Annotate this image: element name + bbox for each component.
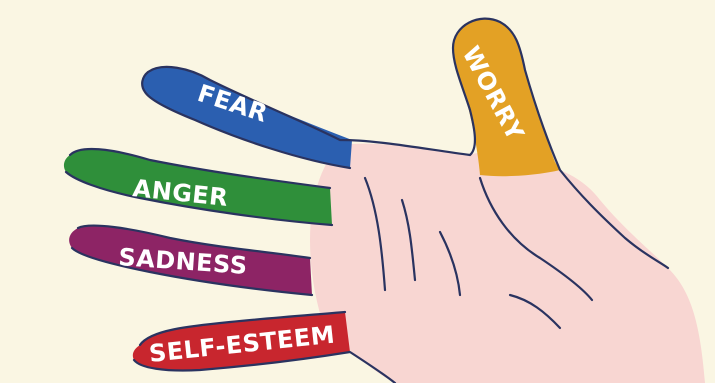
palm	[310, 144, 705, 383]
